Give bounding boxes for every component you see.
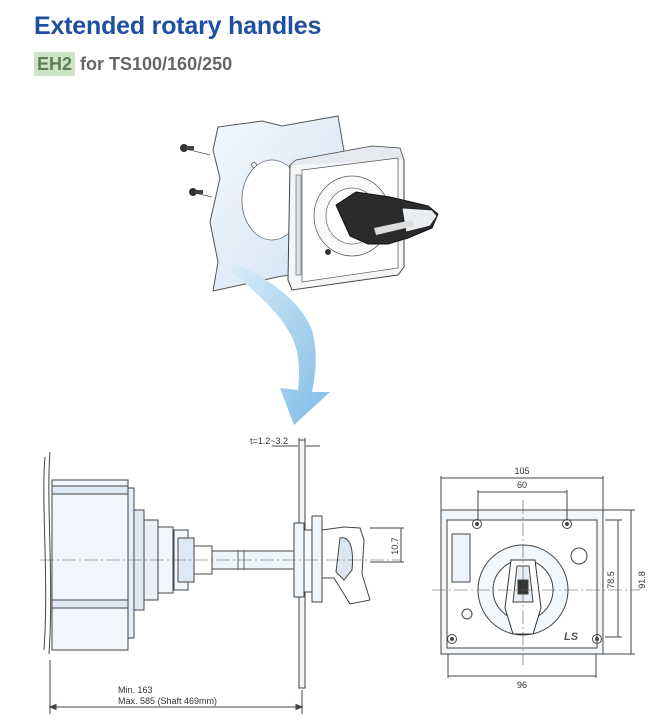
model-subtitle: for TS100/160/250 — [80, 54, 233, 74]
side-view-drawing — [43, 438, 404, 714]
model-badge: EH2 — [34, 52, 76, 76]
front-view-drawing — [440, 476, 635, 678]
width-bottom-label: 96 — [517, 680, 527, 690]
max-length-label: Max. 585 (Shaft 469mm) — [118, 696, 217, 706]
thickness-label: t=1.2~3.2 — [250, 436, 288, 446]
width-outer-label: 105 — [514, 466, 529, 476]
height-holes-label: 78.5 — [606, 571, 616, 589]
min-length-label: Min. 163 — [118, 685, 153, 695]
page-title: Extended rotary handles — [34, 12, 322, 40]
height-label: 10.7 — [390, 537, 400, 555]
handle-illustration — [180, 115, 439, 292]
curved-arrow-icon — [232, 262, 330, 425]
ls-logo: LS — [564, 631, 579, 643]
width-holes-label: 60 — [517, 480, 527, 490]
screw-icon — [180, 144, 211, 156]
screw-icon — [189, 188, 213, 198]
height-outer-label: 91.8 — [637, 571, 647, 589]
